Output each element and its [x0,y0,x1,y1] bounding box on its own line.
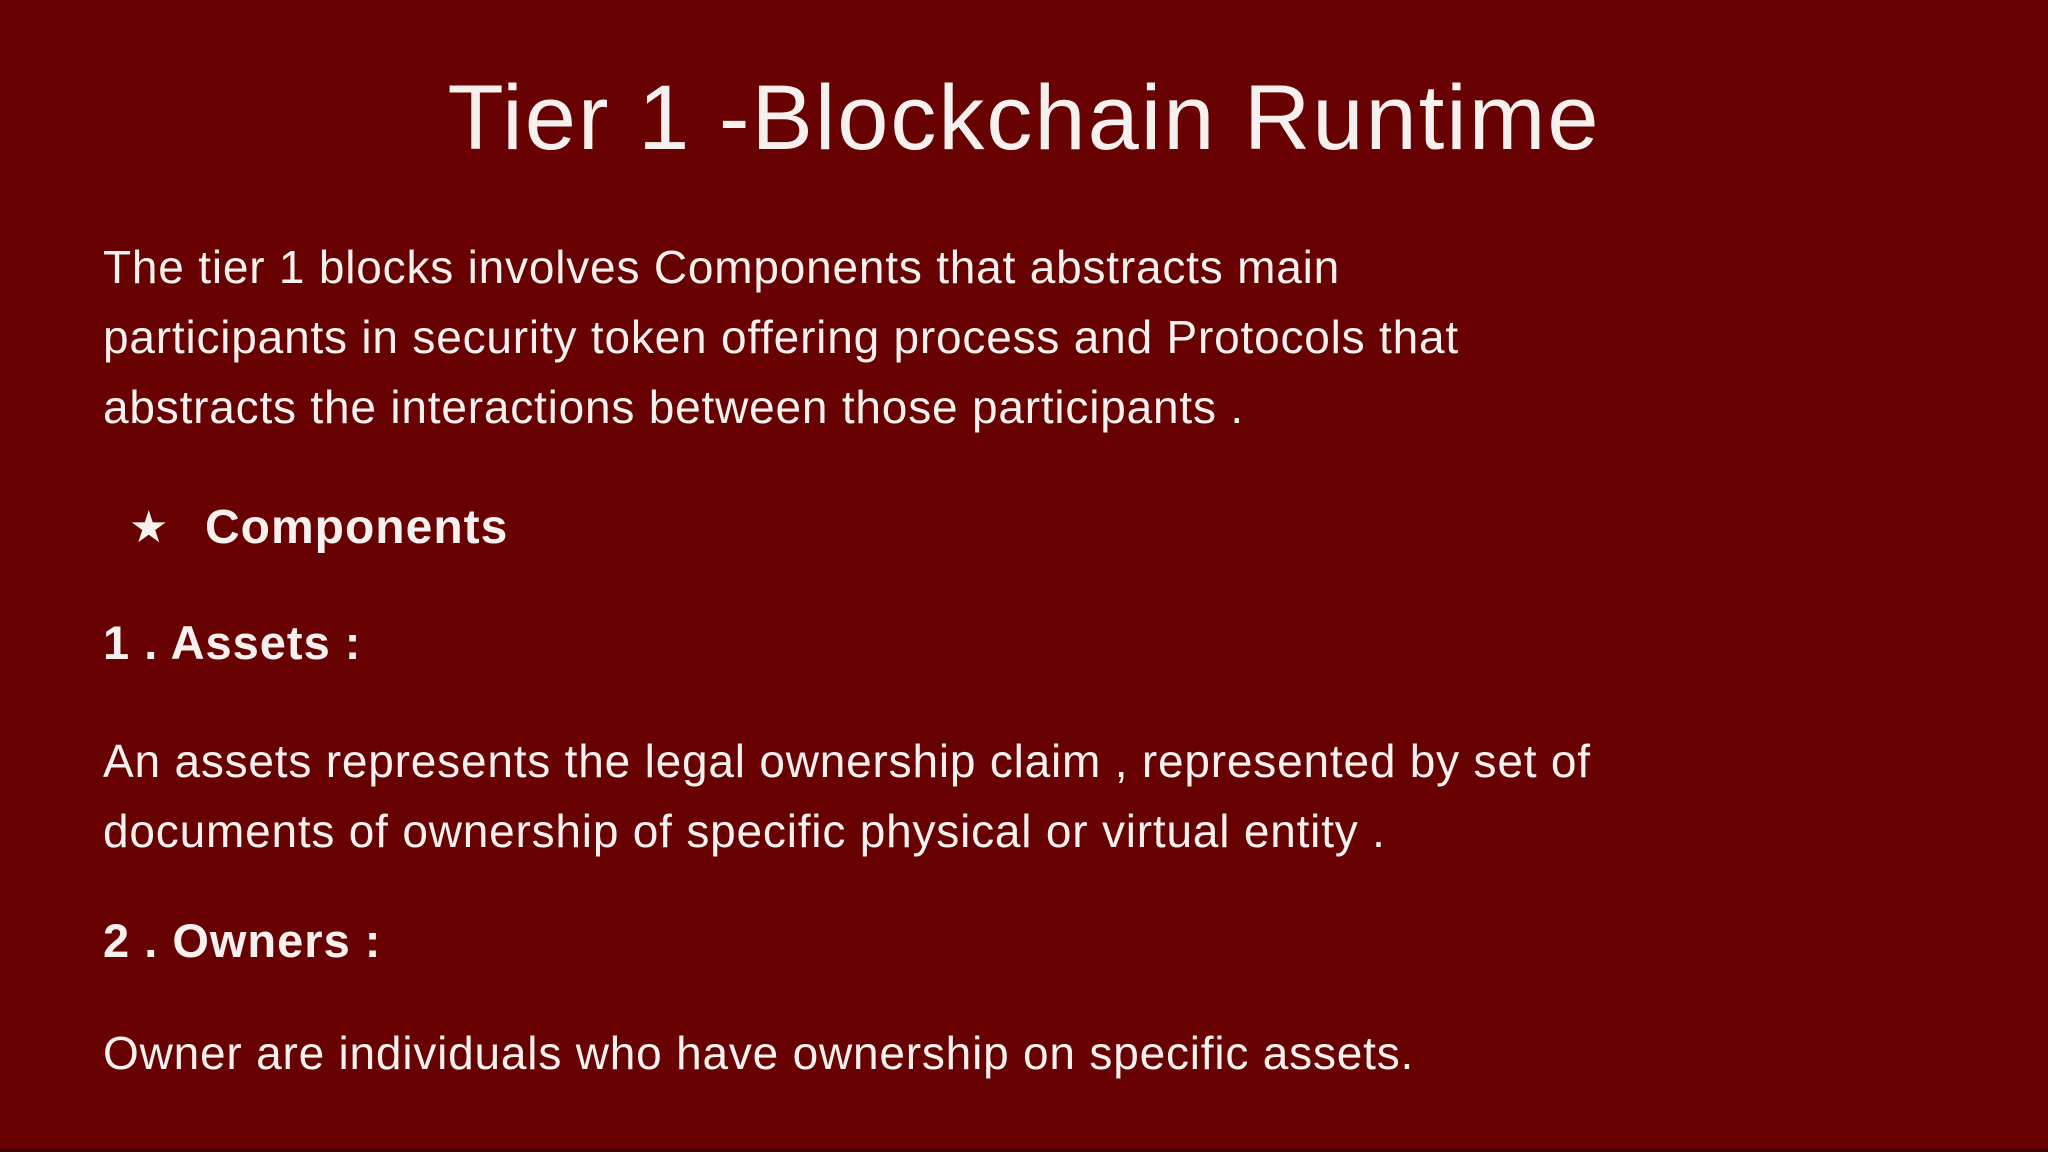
item-heading-owners: 2 . Owners : [103,914,382,967]
item-description-owners: Owner are individuals who have ownership… [103,1027,1415,1079]
slide-title: Tier 1 -Blockchain Runtime [447,67,1601,169]
item-description-assets: An assets represents the legal ownership… [103,735,1591,857]
intro-paragraph: The tier 1 blocks involves Components th… [103,241,1459,433]
components-heading-row: ★ Components [103,498,1988,558]
components-heading-label: Components [205,501,509,554]
item-heading-assets: 1 . Assets : [103,616,362,669]
bottom-edge-divider [0,1149,2048,1152]
star-icon: ★ [129,503,169,552]
slide-content: The tier 1 blocks involves Components th… [0,232,2048,1088]
